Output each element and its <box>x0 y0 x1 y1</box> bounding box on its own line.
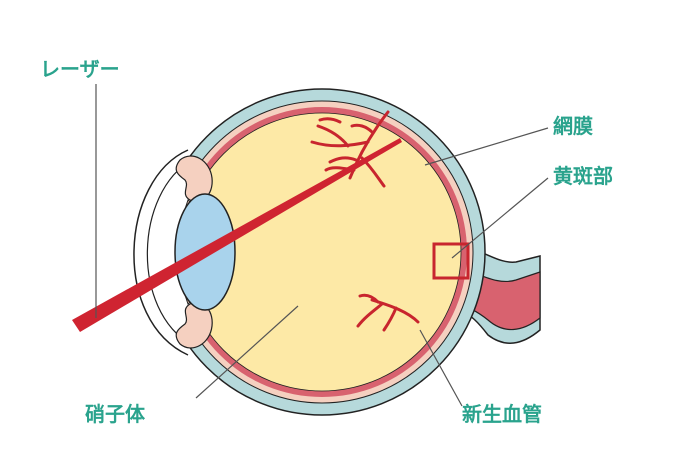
laser-beam <box>72 138 402 332</box>
label-laser: レーザー <box>40 57 120 81</box>
cornea-inner <box>146 159 193 346</box>
label-macula: 黄斑部 <box>553 164 613 188</box>
leader-lines <box>95 84 549 407</box>
label-neovessels: 新生血管 <box>462 402 542 426</box>
ciliary-body-top <box>175 155 213 203</box>
cornea <box>133 149 189 356</box>
new-blood-vessels <box>356 293 420 332</box>
label-retina: 網膜 <box>553 114 593 138</box>
label-vitreous: 硝子体 <box>85 402 145 426</box>
macula-marker <box>432 242 470 280</box>
ciliary-body-bottom <box>175 301 213 349</box>
